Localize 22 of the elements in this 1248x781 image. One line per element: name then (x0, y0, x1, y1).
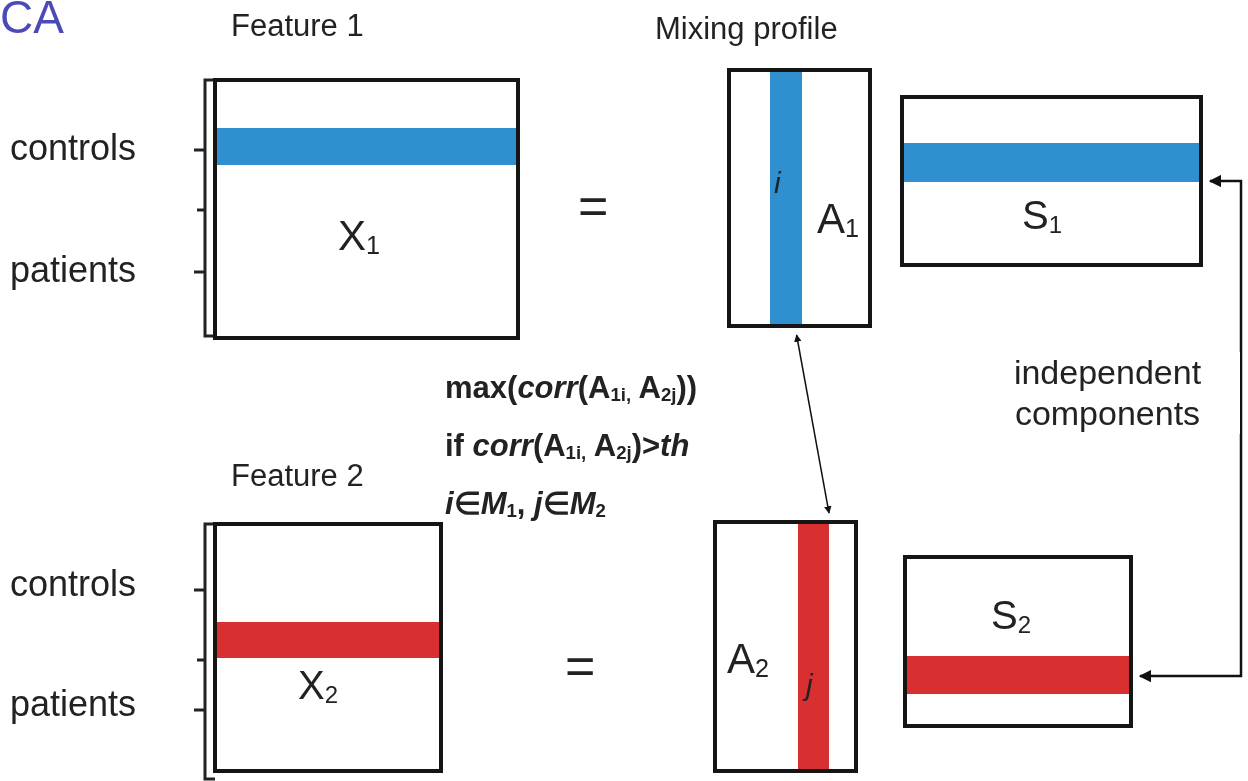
matrix-label: X$_{2}$ (298, 665, 339, 705)
matrix-label: S$_{1}$ (1022, 195, 1063, 235)
formula-text: max(corr(A$_{1i,}$ A$_{2j}$)) (445, 372, 698, 403)
matrix-label: A$_{1}$ (817, 198, 860, 240)
matrix-label: X$_{1}$ (338, 215, 381, 257)
row-label: controls (10, 130, 137, 166)
matrix-heading: Feature 1 (231, 10, 364, 41)
connector-arrow (1138, 174, 1243, 683)
equals-sign: = (578, 180, 609, 232)
row-label: patients (10, 252, 137, 288)
title: CA (0, 0, 64, 40)
matrix-label: A$_{2}$ (727, 638, 770, 680)
row-label: patients (10, 686, 137, 722)
connector-arrow (794, 334, 832, 514)
matrix-label: S$_{2}$ (991, 595, 1032, 635)
index-letter: i (774, 168, 781, 198)
equals-sign: = (565, 640, 596, 692)
formula-text: i∈M$_{1}$, j∈M$_{2}$ (445, 488, 606, 519)
row-label: controls (10, 566, 137, 602)
formula-text: if corr(A$_{1i,}$ A$_{2j}$)>th (445, 430, 690, 461)
matrix-heading: Feature 2 (231, 460, 364, 491)
matrix-heading: Mixing profile (655, 13, 838, 44)
